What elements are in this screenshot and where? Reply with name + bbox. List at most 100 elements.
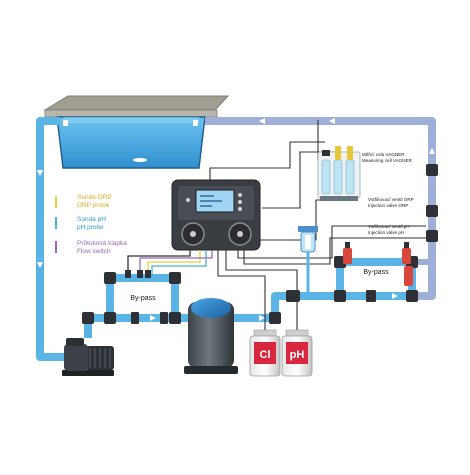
pre-filter-head [298, 226, 318, 232]
tube-ph [225, 248, 298, 330]
filter-dome [191, 298, 231, 318]
legend-flow-en: Flow switch [77, 248, 111, 255]
dosing-pump-right-hub [237, 231, 243, 237]
cell-connector [322, 150, 330, 156]
controller-button [238, 207, 242, 211]
label-cell-cz: Měřicí cela VAGNER [362, 152, 405, 157]
label-inj-ph-en: Injection valve pH [368, 230, 404, 235]
label-inj-orp-cz: Vstřikovací ventil ORP [368, 197, 414, 202]
pump-motor-fins [89, 348, 111, 368]
fitting [169, 312, 181, 324]
component-labels: Měřicí cela VAGNER Measuring cell VAGNER… [362, 152, 414, 235]
display-readout [200, 195, 222, 207]
bypass-valves [343, 242, 413, 286]
cable-controller-top [209, 141, 325, 182]
pump [62, 338, 114, 376]
filter-body [188, 302, 234, 368]
valve-stem [345, 242, 350, 248]
cable-injector-orp [237, 225, 426, 259]
fitting [426, 230, 438, 242]
legend: Sonda ORP ORP probe Sonda pH pH probe Pr… [55, 194, 127, 255]
cable-injector-ph [243, 237, 426, 265]
controller-button [238, 200, 242, 204]
fitting [160, 312, 168, 324]
label-bypass-left: By-pass [130, 295, 156, 302]
pool-rim [44, 109, 218, 118]
label-bypass-right: By-pass [363, 269, 389, 276]
fitting [104, 312, 116, 324]
pool-inner-wall [63, 117, 199, 123]
pre-filter [298, 226, 318, 292]
legend-orp-cz: Sonda ORP [77, 194, 112, 201]
pool-drain [133, 158, 147, 162]
arrow-icon [329, 118, 335, 124]
arrow-icon [429, 148, 435, 154]
probe-sensor [137, 270, 143, 278]
probe-sensor [125, 270, 131, 278]
skimmer-left [63, 120, 68, 126]
sand-filter [184, 298, 238, 374]
pool-deck [43, 95, 230, 111]
fitting [131, 312, 139, 324]
fitting [286, 290, 300, 302]
arrow-icon [392, 293, 398, 299]
lead-orp [147, 250, 201, 276]
filter-base [184, 366, 238, 374]
legend-ph-en: pH probe [77, 224, 104, 231]
label-cell-en: Measuring cell VAGNER [362, 158, 413, 163]
controller [171, 179, 261, 251]
pipe-pump-bypass-left [84, 274, 198, 338]
arrow-icon [259, 118, 265, 124]
probe-leads [127, 250, 213, 276]
tank-ph-label-bg [286, 342, 308, 364]
valve-red-left [343, 248, 352, 264]
arrow-icon [259, 315, 265, 321]
flow-arrows [37, 118, 435, 321]
label-inj-ph-cz: Vstřikovací ventil pH [368, 224, 410, 229]
fittings [82, 164, 438, 324]
tank-cl: Cl [249, 329, 281, 377]
legend-orp-en: ORP probe [77, 202, 110, 209]
fitting [426, 164, 438, 176]
lead-flow [139, 250, 213, 276]
tube-cl [217, 248, 266, 330]
cell-tube [333, 159, 343, 195]
label-inj-orp-en: Injection valve ORP [368, 203, 408, 208]
pre-filter-cartridge [305, 235, 311, 249]
arrow-icon [37, 170, 43, 176]
probe-sensors [125, 270, 151, 278]
pool [43, 95, 230, 169]
legend-ph-cz: Sonda pH [77, 216, 106, 223]
pipe-filter-right [234, 292, 340, 322]
fitting [366, 290, 376, 302]
tank-cl-label: Cl [260, 349, 271, 361]
cell-tube [321, 159, 331, 195]
legend-flow-cz: Průtoková klapka [77, 239, 127, 247]
valve-red-right [402, 248, 411, 264]
cell-tube [345, 159, 355, 195]
fitting [169, 272, 181, 284]
measuring-cell [317, 146, 361, 201]
dosing-pump-left-hub [190, 231, 196, 237]
pump-strainer-lid [66, 338, 84, 346]
skimmer-right [193, 120, 198, 126]
arrow-icon [37, 262, 43, 268]
pump-body [64, 344, 88, 371]
fitting [82, 312, 94, 324]
lead-sensor [127, 250, 191, 276]
fitting [334, 290, 346, 302]
valve-red-low [404, 266, 413, 286]
controller-button [186, 198, 190, 202]
controller-button [238, 193, 242, 197]
tank-ph-label: pH [290, 349, 305, 361]
valve-stem [404, 242, 409, 248]
arrow-icon [150, 315, 156, 321]
probe-head-orp [335, 146, 341, 160]
fitting [426, 205, 438, 217]
probe-sensor [145, 270, 151, 278]
tank-cl-label-bg [254, 342, 276, 364]
pool-basin [56, 116, 206, 169]
fitting [269, 312, 281, 324]
